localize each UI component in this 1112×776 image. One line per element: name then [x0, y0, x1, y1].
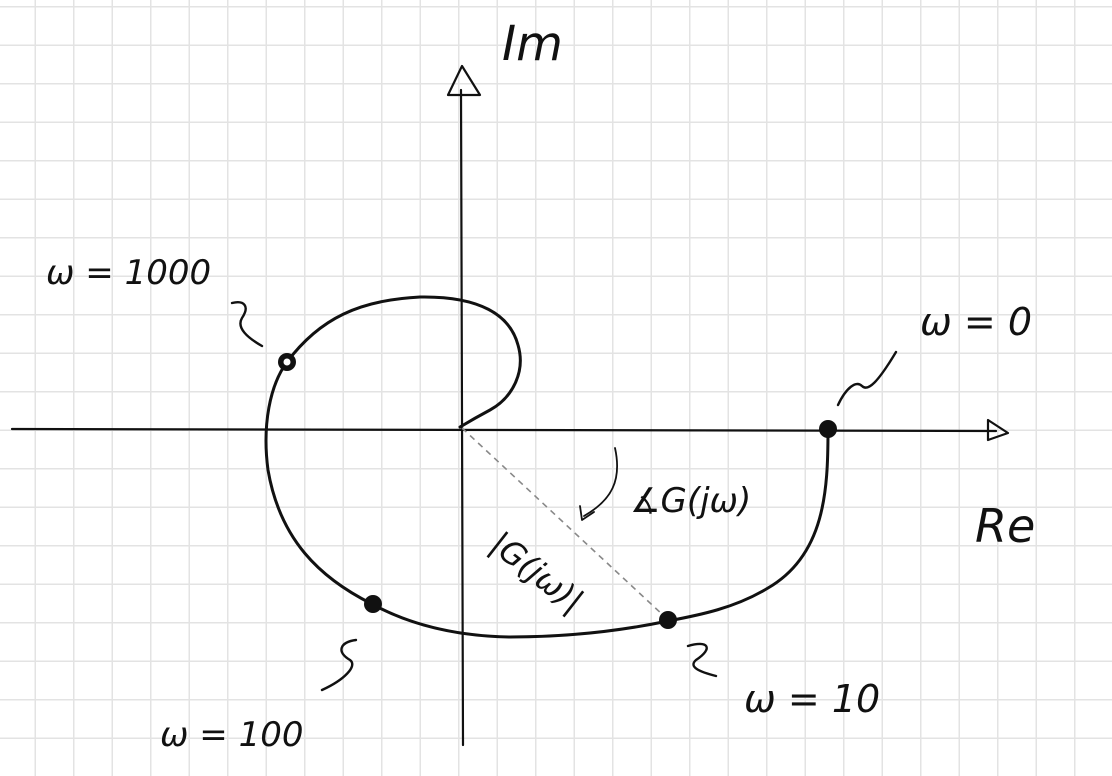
leader-w100 — [320, 638, 358, 692]
point-w1000-center — [283, 358, 291, 366]
leader-w1000 — [230, 301, 264, 348]
label-w100: ω = 100 — [160, 715, 303, 755]
label-w10: ω = 10 — [744, 677, 880, 721]
leader-w0 — [836, 350, 898, 407]
imaginary-axis-label: Im — [502, 16, 563, 72]
imaginary-axis — [459, 88, 465, 747]
imaginary-axis-arrowhead — [446, 64, 482, 97]
label-w0: ω = 0 — [920, 300, 1032, 344]
nyquist-curve — [264, 295, 830, 639]
point-w0 — [819, 420, 837, 438]
phase-angle-arrow — [583, 447, 619, 517]
real-axis-label: Re — [975, 499, 1035, 553]
leader-w10 — [686, 642, 718, 678]
point-w10 — [659, 611, 677, 629]
label-w1000: ω = 1000 — [46, 253, 211, 293]
g-jw-vector — [461, 427, 665, 617]
point-w100 — [364, 595, 382, 613]
real-axis-arrowhead — [986, 418, 1010, 442]
phase-angle-arrowhead — [579, 505, 595, 521]
phase-annotation: ∡G(jω) — [630, 481, 751, 521]
magnitude-annotation: |G(jω)| — [483, 524, 591, 620]
real-axis — [10, 427, 998, 433]
